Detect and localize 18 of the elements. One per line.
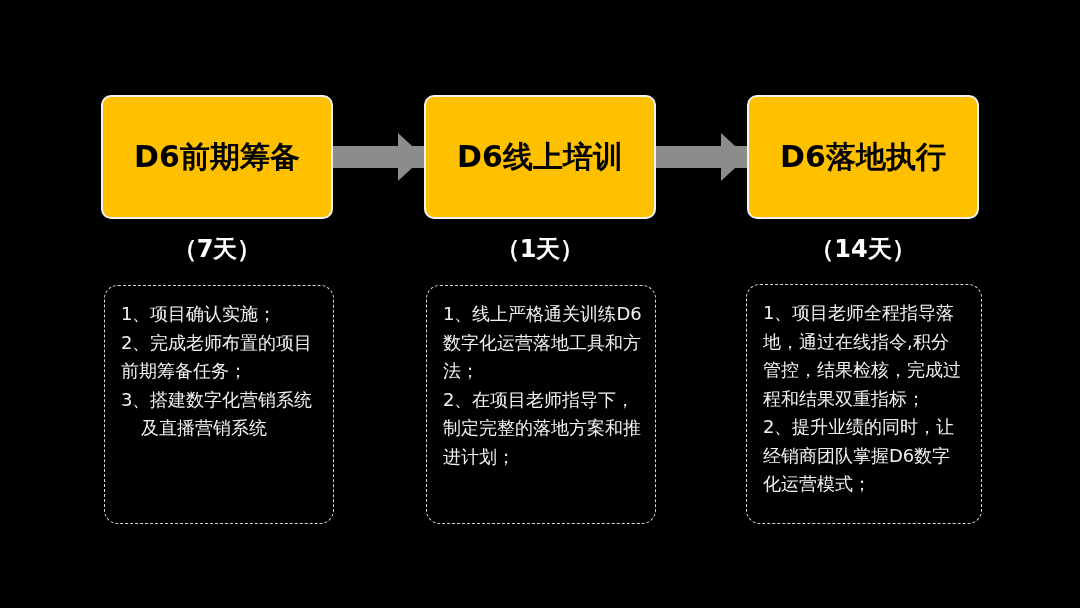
description-box	[426, 285, 656, 524]
list-item: 1、线上严格通关训练D6数字化运营落地工具和方法；	[443, 302, 643, 383]
list-item: 1、项目老师全程指导落地，通过在线指令,积分管控，结果检核，完成过程和结果双重指标；	[763, 301, 962, 411]
arrow	[656, 133, 747, 181]
list-item: 2、在项目老师指导下，制定完整的落地方案和推进计划；	[443, 387, 642, 469]
arrow	[333, 133, 424, 181]
duration-label: （14天）	[809, 234, 917, 265]
list-item: 1、项目确认实施；	[121, 302, 278, 326]
stage-title: D6落地执行	[780, 137, 946, 176]
stage-title: D6前期筹备	[134, 137, 300, 176]
stage-title: D6线上培训	[457, 137, 623, 176]
duration-label: （7天）	[171, 234, 263, 265]
duration-label: （1天）	[494, 234, 586, 265]
description-box	[104, 285, 334, 524]
list-item: 3、搭建数字化营销系统及直播营销系统	[121, 387, 314, 440]
list-item: 2、完成老师布置的项目前期筹备任务；	[121, 330, 314, 383]
list-item: 2、提升业绩的同时，让经销商团队掌握D6数字化运营模式；	[763, 415, 956, 496]
description-box	[746, 284, 982, 524]
